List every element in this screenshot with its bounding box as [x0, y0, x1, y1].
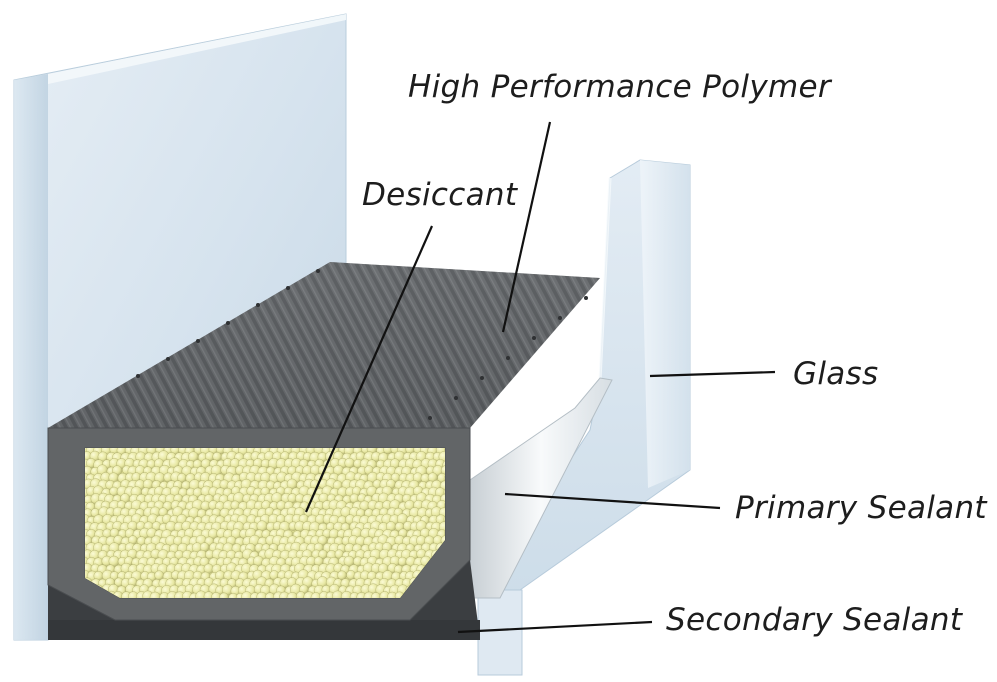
leader-line-glass: [649, 370, 776, 378]
desiccant-bead: [443, 513, 445, 525]
leader-line-desiccant: [304, 225, 434, 513]
desiccant-fill: [85, 448, 445, 598]
leader-lines: [304, 121, 776, 634]
leader-line-primary: [504, 492, 721, 510]
label-high-performance-polymer: High Performance Polymer: [408, 69, 831, 105]
label-desiccant: Desiccant: [362, 177, 518, 213]
leader-line-secondary: [457, 620, 653, 634]
desiccant-bead: [440, 465, 445, 476]
polymer-top-surface: [48, 262, 600, 428]
desiccant-bead: [442, 459, 445, 471]
desiccant-bead: [444, 448, 445, 456]
label-glass: Glass: [793, 356, 879, 392]
leader-line-polymer: [501, 121, 552, 333]
desiccant-bead: [443, 473, 445, 484]
left-glass-pane: [13, 13, 347, 641]
desiccant-bead: [344, 457, 355, 469]
label-secondary-sealant: Secondary Sealant: [666, 602, 963, 638]
right-glass-pane: [477, 159, 691, 676]
desiccant-bead: [444, 528, 445, 539]
label-primary-sealant: Primary Sealant: [735, 490, 987, 526]
desiccant-bead: [397, 556, 408, 567]
desiccant-bead: [444, 500, 445, 511]
desiccant-bead: [443, 486, 445, 498]
